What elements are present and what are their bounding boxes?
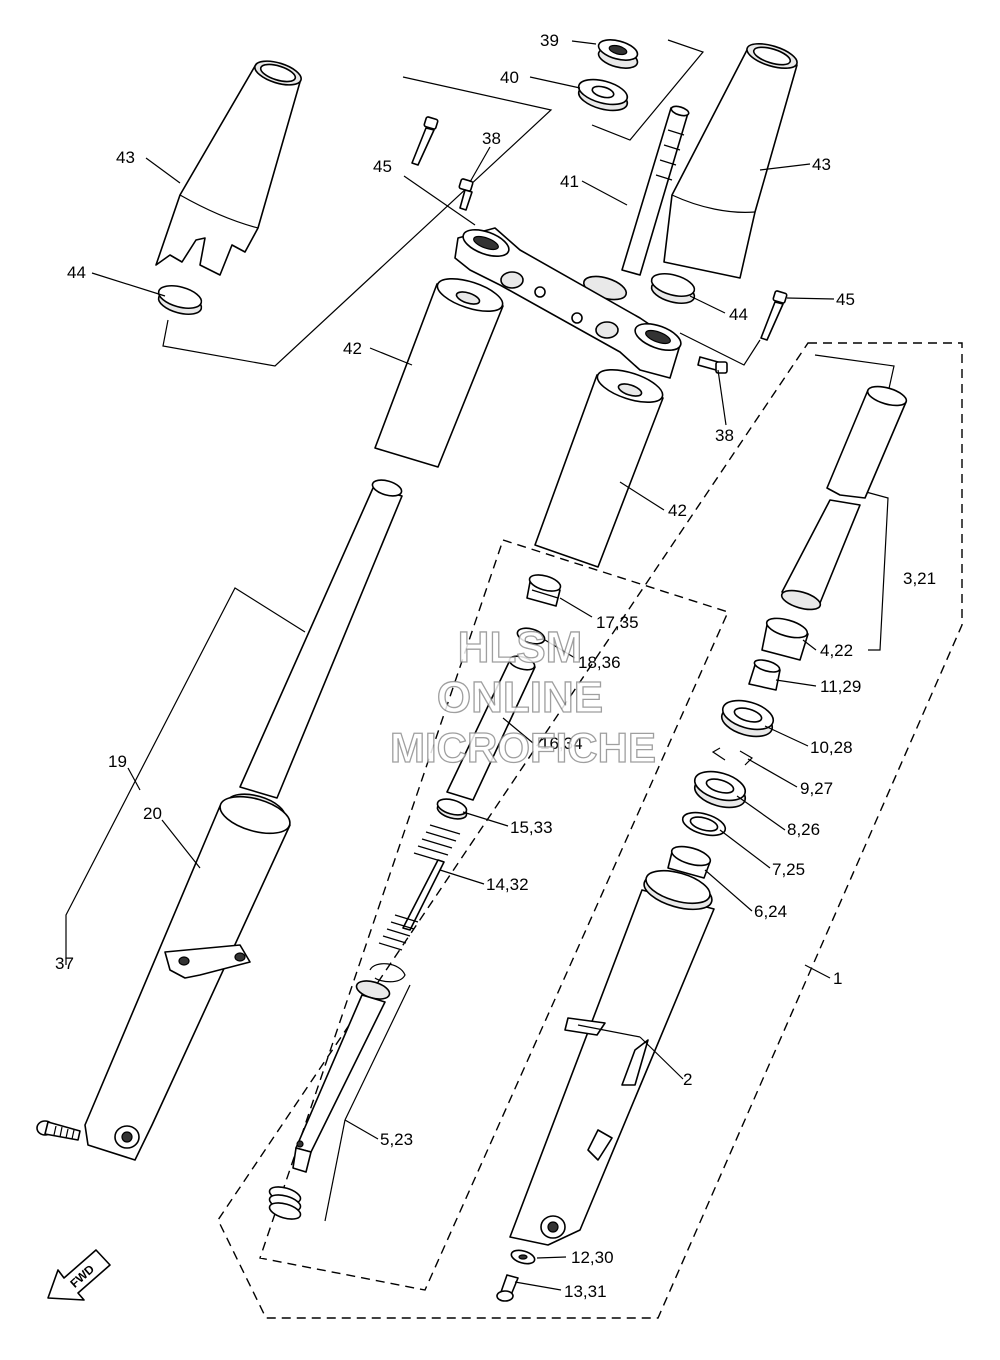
callout-38-bottom: 38 [715, 426, 734, 445]
callout-12-30: 12,30 [571, 1248, 614, 1267]
callout-41: 41 [560, 172, 579, 191]
bracket-steering-group [591, 39, 705, 141]
tube-42-upper [374, 277, 504, 468]
fork-cover-left [155, 60, 302, 276]
damper-rod-16 [446, 655, 536, 801]
callout-10-28: 10,28 [810, 738, 853, 757]
callout-3-21: 3,21 [903, 569, 936, 588]
callout-19: 19 [108, 752, 127, 771]
callout-15-33: 15,33 [510, 818, 553, 837]
bolt-13 [496, 1274, 519, 1302]
callout-42-upper: 42 [343, 339, 362, 358]
bolt-37 [36, 1120, 81, 1141]
callout-45-right: 45 [836, 290, 855, 309]
callout-44-left: 44 [67, 263, 86, 282]
washer-40 [577, 78, 629, 112]
circlip-5 [369, 963, 406, 983]
callout-20: 20 [143, 804, 162, 823]
callout-38-top: 38 [482, 129, 501, 148]
cap-bolt-17 [526, 574, 562, 607]
nut-39 [597, 39, 639, 69]
bolt-38-right [697, 356, 728, 374]
outer-tube-2 [509, 869, 715, 1246]
bolt-38-left [458, 178, 474, 211]
guide-bush-4 [761, 617, 809, 661]
callout-14-32: 14,32 [486, 875, 529, 894]
ring-44-right [650, 272, 696, 305]
callout-4-22: 4,22 [820, 641, 853, 660]
bracket-upper-bracket-group [162, 76, 553, 367]
spring-small [268, 1186, 302, 1220]
callout-43-left: 43 [116, 148, 135, 167]
bush-11 [748, 659, 781, 691]
callout-17-35: 17,35 [596, 613, 639, 632]
o-ring-18 [516, 627, 546, 645]
tube-42-lower [534, 368, 664, 568]
callout-11-29: 11,29 [820, 677, 861, 696]
leader-lines [91, 40, 835, 1291]
callout-44-right: 44 [729, 305, 748, 324]
callout-8-26: 8,26 [787, 820, 820, 839]
bracket-3-4 [865, 491, 889, 651]
washer-7 [681, 811, 727, 837]
clip-9 [711, 747, 753, 766]
watermark: HLSM ONLINE MICROFICHE [389, 622, 656, 771]
callout-5-23: 5,23 [380, 1130, 413, 1149]
callout-6-24: 6,24 [754, 902, 787, 921]
spring-14 [378, 824, 461, 951]
callout-45-left: 45 [373, 157, 392, 176]
callout-2: 2 [683, 1070, 692, 1089]
damper-cylinder-5 [292, 980, 391, 1173]
callout-42-lower: 42 [668, 501, 687, 520]
bracket-outer-tube-37 [65, 587, 306, 965]
callout-labels: 39 40 38 45 43 41 43 44 45 44 42 38 42 3… [55, 31, 936, 1301]
callout-37: 37 [55, 954, 74, 973]
callout-39: 39 [540, 31, 559, 50]
washer-12 [510, 1249, 536, 1265]
bush-6 [667, 845, 712, 879]
outer-tube-left [84, 795, 291, 1161]
under-bracket [454, 227, 682, 379]
seal-8 [693, 770, 747, 809]
watermark-line-2: ONLINE [437, 673, 603, 722]
callout-43-right: 43 [812, 155, 831, 174]
callout-7-25: 7,25 [772, 860, 805, 879]
inner-tube-left [226, 479, 403, 827]
watermark-line-1: HLSM [458, 623, 583, 672]
callout-18-36: 18,36 [578, 653, 621, 672]
steering-stem-41 [582, 105, 690, 301]
washer-15 [436, 798, 468, 820]
bolt-45-left [411, 116, 439, 166]
ring-44-left [157, 284, 203, 316]
assembly-1-outline [217, 342, 963, 1319]
callout-9-27: 9,27 [800, 779, 833, 798]
fwd-arrow-icon: FWD [47, 1249, 111, 1301]
watermark-line-3: MICROFICHE [390, 724, 656, 771]
callout-13-31: 13,31 [564, 1282, 607, 1301]
bolt-45-right [760, 290, 788, 341]
callout-16-34: 16,34 [540, 734, 583, 753]
callout-40: 40 [500, 68, 519, 87]
fork-cover-right [663, 42, 798, 279]
inner-tube-3 [780, 385, 908, 611]
inner-damper-group-outline [259, 539, 729, 1291]
callout-1: 1 [833, 969, 842, 988]
bracket-45-right [679, 332, 761, 366]
seal-10 [720, 699, 775, 738]
